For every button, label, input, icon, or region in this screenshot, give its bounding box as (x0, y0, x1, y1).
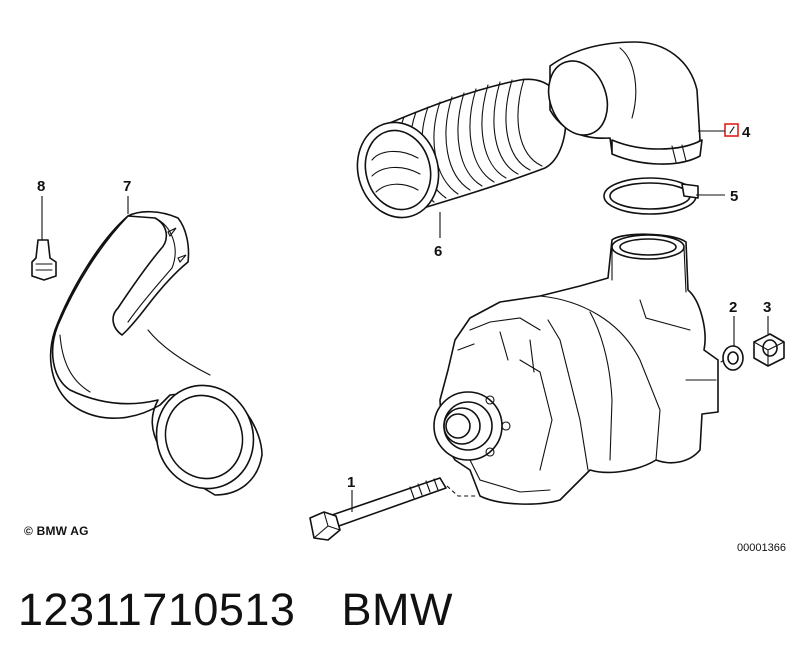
nut-part-3 (753, 333, 785, 367)
air-duct-part-7 (49, 210, 263, 496)
brand-name: BMW (341, 584, 453, 635)
elbow-part-4 (547, 41, 739, 165)
callout-1: 1 (347, 474, 355, 491)
callout-7: 7 (123, 178, 131, 195)
copyright-notice: © BMW AG (24, 524, 89, 538)
alternator-assembly (433, 233, 719, 505)
highlight-marker (724, 123, 739, 137)
document-id: 00001366 (737, 542, 786, 554)
leader-lines (41, 130, 769, 512)
callout-labels: 1 2 3 4 5 6 7 8 (37, 124, 771, 491)
callout-2: 2 (729, 299, 737, 316)
corrugated-hose-part-6 (356, 78, 567, 219)
callout-3: 3 (763, 299, 771, 316)
callout-4: 4 (742, 124, 751, 141)
callout-8: 8 (37, 178, 45, 195)
hose-clamp-part-5 (603, 177, 699, 215)
callout-5: 5 (730, 188, 738, 205)
part-number: 12311710513 (18, 584, 296, 635)
part-caption: 12311710513 BMW (18, 584, 453, 636)
bolt-part-1 (309, 477, 478, 541)
washer-part-2 (717, 345, 744, 371)
clip-part-8 (31, 239, 57, 281)
callout-6: 6 (434, 243, 442, 260)
